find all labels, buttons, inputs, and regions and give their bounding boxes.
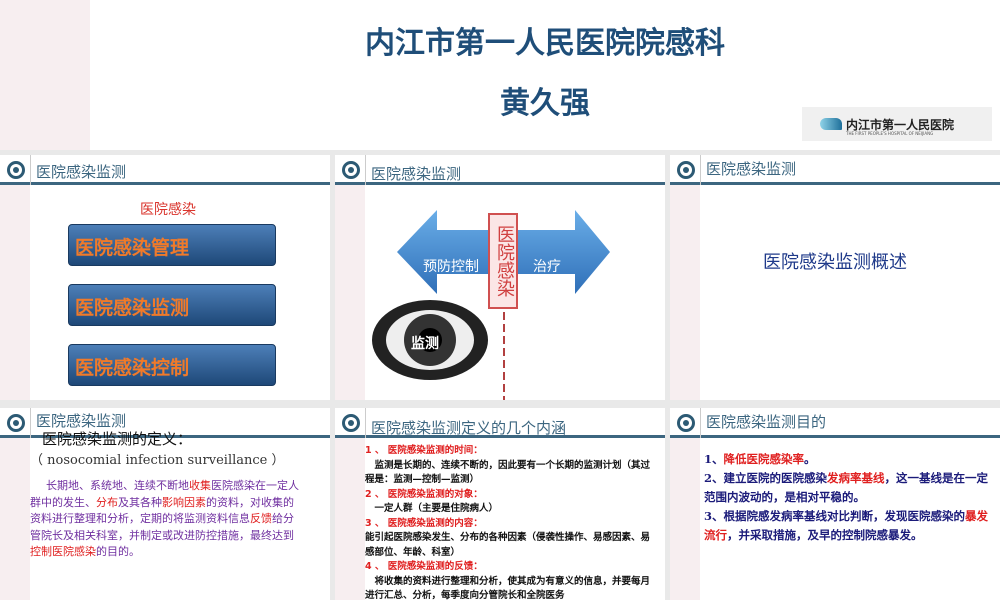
item-heading: 3 、 医院感染监测的内容：: [365, 517, 483, 529]
highlight-text: 分布: [96, 495, 118, 509]
slide-label: 医院感染: [140, 202, 196, 218]
divider: [30, 155, 31, 185]
item-heading: 2 、 医院感染监测的对象：: [365, 488, 483, 500]
logo-name: 内江市第一人民医院: [846, 117, 955, 132]
slide-thumbnail-5[interactable]: 医院感染监测定义的几个内涵 1 、 医院感染监测的时间： 监测是长期的、连续不断…: [335, 408, 665, 600]
slide-header: 医院感染监测定义的几个内涵: [335, 408, 665, 438]
slide-header: 医院感染监测: [335, 155, 665, 185]
definition-heading: 医院感染监测的定义：: [42, 430, 193, 448]
divider: [700, 408, 701, 438]
overview-text: 医院感染监测概述: [763, 252, 907, 273]
body-text: 及其各种: [118, 495, 162, 509]
slide-margin: [335, 408, 365, 600]
slide-header: 医院感染监测: [0, 408, 330, 438]
circle-bullet-icon: [342, 414, 360, 432]
slide-header: 医院感染监测: [0, 155, 330, 185]
slide-header: 医院感染监测: [670, 155, 1000, 185]
body-text: 医院感染在一定人群中的发生、: [30, 479, 299, 509]
hospital-logo: 内江市第一人民医院 THE FIRST PEOPLE'S HOSPITAL OF…: [802, 107, 992, 141]
highlight-text: 暴发流行: [704, 509, 988, 542]
item-text: 一定人群（主要是住院病人）: [365, 503, 499, 514]
prevention-label: 预防控制: [423, 259, 479, 275]
title-slide[interactable]: 内江市第一人民医院院感科 黄久强 内江市第一人民医院 THE FIRST PEO…: [90, 0, 1000, 150]
slide-title: 医院感染监测: [36, 412, 127, 430]
slide-thumbnail-1[interactable]: 医院感染监测 医院感染 医院感染管理 医院感染监测 医院感染控制: [0, 155, 330, 400]
logo-english: THE FIRST PEOPLE'S HOSPITAL OF NEIJIANG: [846, 131, 934, 136]
connotation-list: 1 、 医院感染监测的时间： 监测是长期的、连续不断的，因此要有一个长期的监测计…: [365, 444, 655, 600]
title-slide-title: 内江市第一人民医院院感科: [365, 26, 725, 61]
item-text: 监测是长期的、连续不断的，因此要有一个长期的监测计划（其过程是：监测—控制—监测…: [365, 459, 651, 486]
slide-margin: [670, 155, 700, 400]
highlight-text: 降低医院感染率: [723, 452, 805, 466]
slide-thumbnail-3[interactable]: 医院感染监测 医院感染监测概述: [670, 155, 1000, 400]
body-text: 的目的。: [96, 545, 140, 558]
body-text: 1、: [704, 452, 724, 466]
slide-thumbnail-6[interactable]: 医院感染监测目的 1、降低医院感染率。 2、建立医院的医院感染发病率基线，这一基…: [670, 408, 1000, 600]
slide-header: 医院感染监测目的: [670, 408, 1000, 438]
hospital-infection-vertical: 医院感染: [488, 213, 518, 309]
item-heading: 1 、 医院感染监测的时间：: [365, 445, 483, 456]
highlight-text: 收集: [189, 479, 211, 492]
slide-title: 医院感染监测: [706, 160, 797, 178]
body-text: 给分管院长及相关科室，并制定或改进防控措施，最终达到: [30, 512, 294, 542]
item-text: 能引起医院感染发生、分布的各种因素（侵袭性操作、易感因素、易感部位、年龄、科室）: [365, 532, 651, 558]
highlight-text: 反馈: [250, 512, 272, 525]
divider: [365, 408, 366, 438]
slide-margin: [335, 155, 365, 400]
body-text: 的资料，对收集的资料进行整理和分析，定期的将监测资料信息: [30, 495, 294, 526]
slide-thumbnail-4[interactable]: 医院感染监测 医院感染监测的定义： （ nosocomial infection…: [0, 408, 330, 600]
purpose-body: 1、降低医院感染率。 2、建立医院的医院感染发病率基线，这一基线是在一定范围内波…: [704, 450, 996, 545]
slide-margin: [0, 408, 30, 600]
circle-bullet-icon: [7, 161, 25, 179]
item-heading: 4 、 医院感染监测的反馈：: [365, 561, 483, 572]
body-text: ，并采取措施，及早的控制院感暴发。: [727, 528, 923, 542]
title-slide-author: 黄久强: [500, 86, 590, 121]
highlight-text: 发病率基线: [827, 471, 885, 485]
highlight-text: 影响因素: [162, 495, 206, 509]
body-text: 。 2、建立医院的医院感染: [704, 452, 828, 485]
monitoring-box: 医院感染监测: [68, 284, 276, 326]
title-slide-margin: [0, 0, 90, 150]
slide-title: 医院感染监测: [36, 163, 127, 181]
item-text: 将收集的资料进行整理和分析，使其成为有意义的信息，并要每月进行汇总、分析，每季度…: [365, 575, 651, 600]
divider: [30, 408, 31, 438]
logo-wave-icon: [820, 118, 842, 130]
body-text: 长期地、系统地、连续不断地: [46, 479, 189, 492]
definition-body: 长期地、系统地、连续不断地收集医院感染在一定人群中的发生、分布及其各种影响因素的…: [30, 478, 302, 561]
circle-bullet-icon: [677, 161, 695, 179]
slide-thumbnail-2[interactable]: 医院感染监测 预防控制 治疗 医院感染 监测: [335, 155, 665, 400]
circle-bullet-icon: [677, 414, 695, 432]
slide-title: 医院感染监测定义的几个内涵: [371, 419, 567, 437]
slide-title: 医院感染监测: [371, 165, 462, 183]
english-term: （ nosocomial infection surveillance ）: [30, 453, 285, 468]
slide-margin: [0, 155, 30, 400]
divider: [700, 155, 701, 185]
body-text: ，这一基线是在一定范围内波动的，是相对平稳的。 3、根据院感发病率基线对比判断，…: [704, 471, 989, 523]
slide-title: 医院感染监测目的: [706, 413, 827, 431]
slide-margin: [670, 408, 700, 600]
control-box: 医院感染控制: [68, 344, 276, 386]
circle-bullet-icon: [342, 161, 360, 179]
treatment-label: 治疗: [533, 259, 561, 275]
circle-bullet-icon: [7, 414, 25, 432]
eye-label: 监测: [411, 336, 439, 352]
management-box: 医院感染管理: [68, 224, 276, 266]
highlight-text: 控制医院感染: [30, 545, 96, 558]
divider: [365, 155, 366, 185]
